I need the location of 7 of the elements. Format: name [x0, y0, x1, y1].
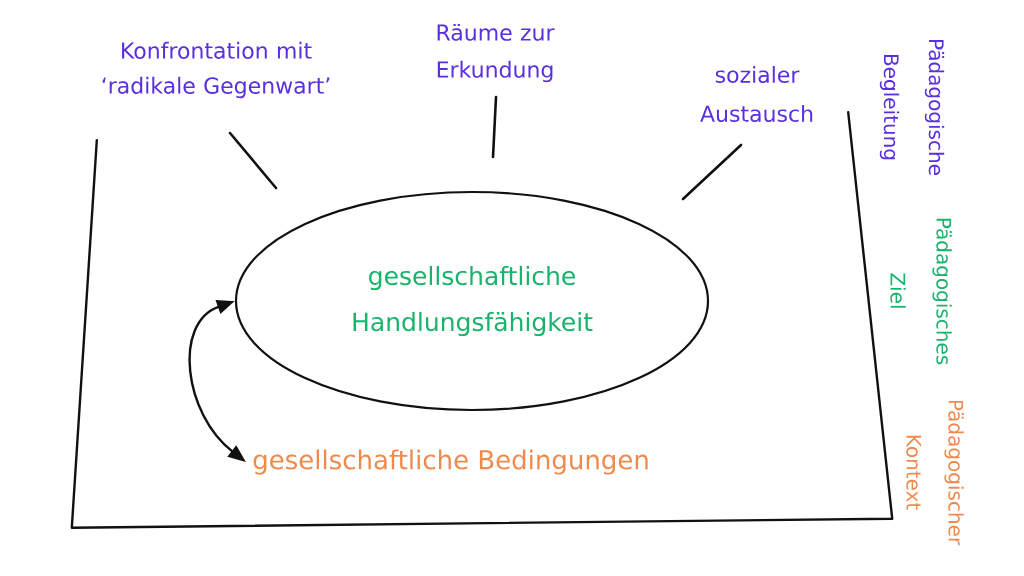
side-label: Pädagogisches Ziel — [890, 218, 952, 365]
callout-text: sozialer Austausch — [700, 66, 813, 122]
label-text: gesellschaftliche Bedingungen — [253, 449, 648, 475]
callout-text: Räume zur Erkundung — [437, 23, 555, 83]
callout-text: Konfrontation mit ‘radikale Gegenwart’ — [102, 41, 330, 99]
side-label: Pädagogischer Kontext — [906, 400, 964, 546]
side-label: Pädagogische Begleitung — [879, 40, 945, 175]
